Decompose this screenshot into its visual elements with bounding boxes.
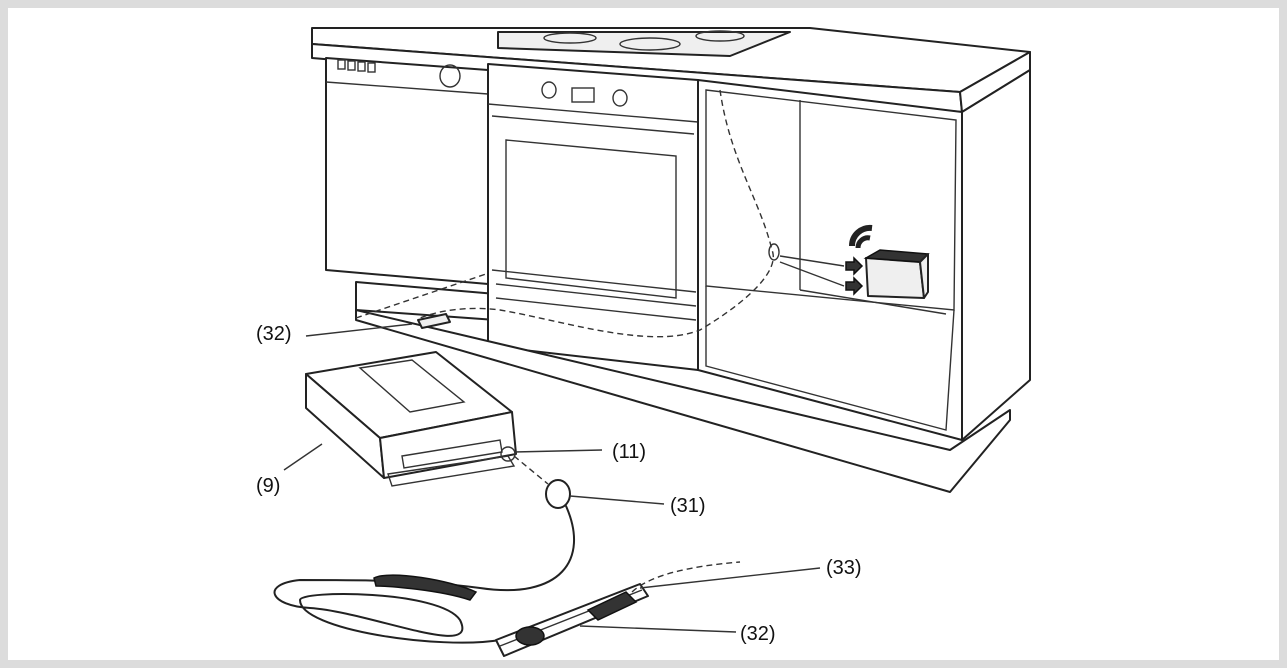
callout-32-bottom: (32)	[740, 623, 776, 645]
oven	[487, 63, 699, 371]
dishwasher	[325, 57, 497, 321]
callout-32-top: (32)	[256, 323, 292, 345]
floor-sensor-strip	[495, 583, 649, 657]
leader-lines	[283, 323, 821, 633]
plug-connector	[545, 479, 571, 509]
callout-33: (33)	[826, 557, 862, 579]
callout-31: (31)	[670, 495, 706, 517]
callout-9: (9)	[256, 475, 280, 497]
control-box	[305, 351, 517, 487]
callout-11: (11)	[612, 441, 646, 463]
cable-route	[419, 89, 774, 338]
connector-port	[500, 446, 516, 462]
sensor-cable	[273, 505, 576, 644]
open-cabinet	[355, 69, 1031, 493]
receiver-unit	[779, 224, 930, 299]
sensor-under-dishwasher	[417, 313, 451, 329]
cable-hole	[768, 243, 780, 261]
kitchen-counter	[311, 27, 1031, 493]
cooktop	[497, 31, 791, 57]
